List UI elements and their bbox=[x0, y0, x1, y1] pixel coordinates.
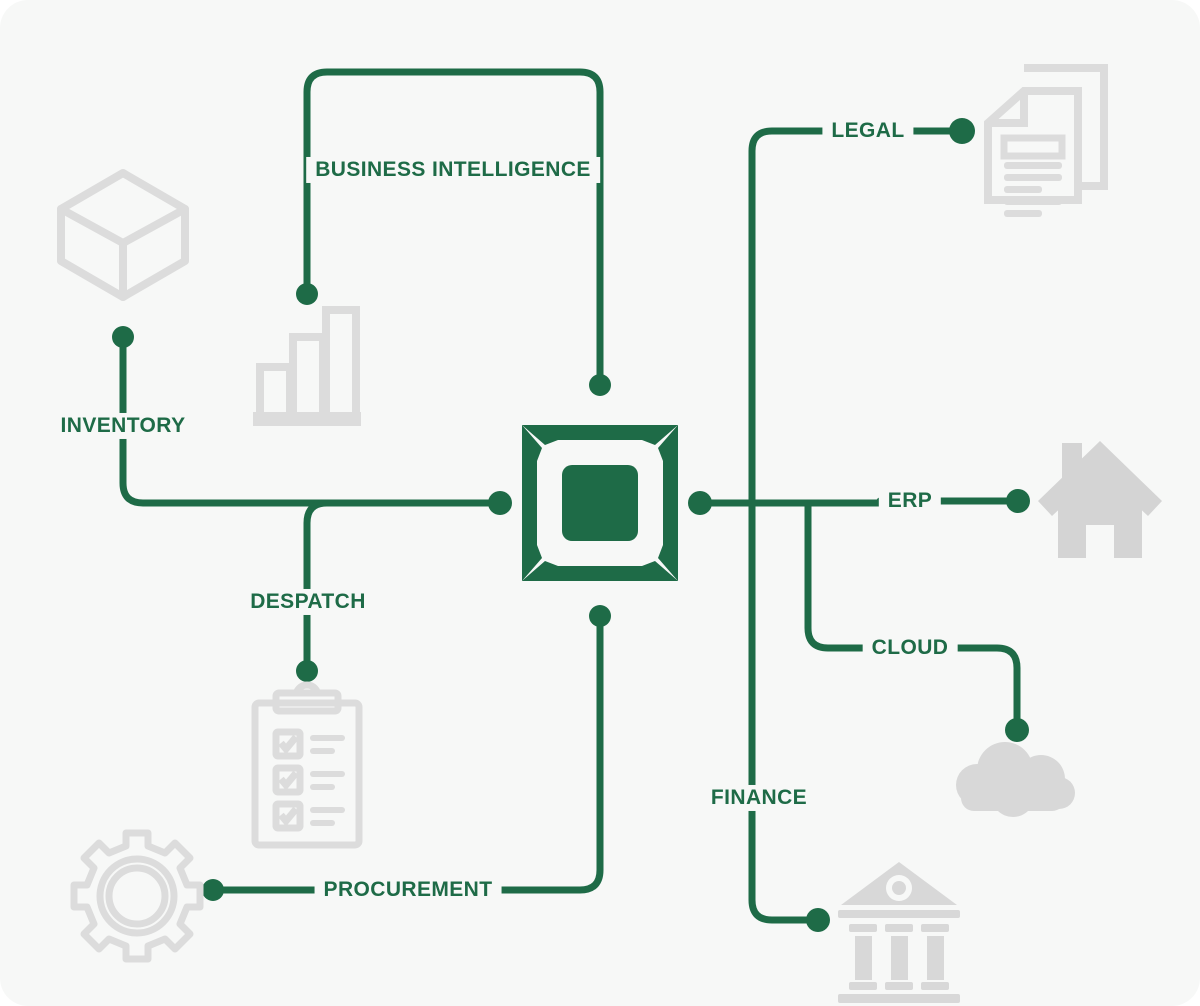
bank-columns bbox=[855, 936, 944, 980]
label-finance[interactable]: FINANCE bbox=[701, 784, 817, 812]
bank-column-bases bbox=[849, 982, 949, 990]
cloud-icon bbox=[956, 742, 1075, 817]
link-cloud bbox=[804, 499, 1021, 734]
node-bi-chart bbox=[296, 283, 318, 305]
bank-base bbox=[838, 994, 960, 1003]
node-erp bbox=[1006, 489, 1030, 513]
label-business-intelligence[interactable]: BUSINESS INTELLIGENCE bbox=[306, 156, 600, 184]
label-despatch[interactable]: DESPATCH bbox=[241, 588, 375, 616]
bank-medallion-core bbox=[892, 881, 906, 895]
link-procurement bbox=[209, 612, 604, 894]
bank-icon bbox=[838, 862, 960, 1003]
chip-bracket-bottom bbox=[522, 561, 678, 581]
chip-icon bbox=[522, 425, 678, 581]
link-inventory bbox=[119, 333, 504, 507]
house-icon bbox=[1038, 441, 1162, 558]
link-business-intelligence bbox=[303, 68, 604, 389]
label-procurement[interactable]: PROCUREMENT bbox=[314, 876, 502, 904]
node-inventory bbox=[112, 326, 134, 348]
link-legal bbox=[748, 127, 966, 507]
node-hub-right bbox=[688, 491, 712, 515]
link-finance bbox=[748, 499, 822, 924]
bar-chart-icon bbox=[253, 306, 361, 426]
chip-bracket-top bbox=[522, 425, 678, 445]
node-hub-left bbox=[488, 491, 512, 515]
cube-box-icon bbox=[57, 169, 189, 301]
link-despatch bbox=[303, 499, 331, 675]
node-finance bbox=[806, 908, 830, 932]
label-legal[interactable]: LEGAL bbox=[822, 117, 914, 145]
connector-nodes bbox=[112, 118, 1030, 932]
node-bi-hub bbox=[589, 374, 611, 396]
label-erp[interactable]: ERP bbox=[878, 487, 942, 515]
chip-core bbox=[562, 465, 638, 541]
documents-icon bbox=[984, 64, 1108, 217]
bank-column-caps bbox=[849, 924, 949, 932]
node-cloud bbox=[1005, 718, 1029, 742]
node-procurement-hub bbox=[589, 605, 611, 627]
house-body bbox=[1058, 459, 1142, 558]
node-procurement bbox=[202, 879, 224, 901]
node-legal bbox=[949, 118, 975, 144]
label-cloud[interactable]: CLOUD bbox=[862, 634, 958, 662]
chip-bracket-left bbox=[522, 425, 542, 581]
node-despatch bbox=[296, 660, 318, 682]
clipboard-checklist-icon bbox=[251, 681, 363, 849]
label-inventory[interactable]: INVENTORY bbox=[51, 412, 195, 440]
gear-icon bbox=[70, 829, 204, 963]
chip-bracket-right bbox=[658, 425, 678, 581]
